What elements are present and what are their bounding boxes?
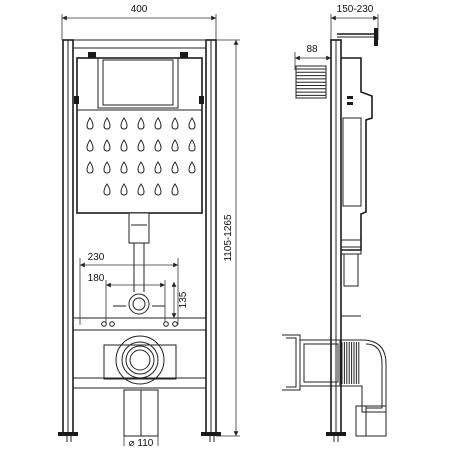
drop-icon <box>86 117 94 130</box>
drop-icon <box>137 117 145 130</box>
bolt-spacing-dimensions: 230 180 135 <box>79 252 189 327</box>
drop-icon <box>103 139 111 152</box>
drop-icon <box>171 183 179 196</box>
height-dimension: 1105-1265 <box>216 39 240 437</box>
drop-icon <box>137 183 145 196</box>
drop-icon <box>86 139 94 152</box>
drop-icon <box>120 183 128 196</box>
drop-icon <box>120 117 128 130</box>
bolt-outer-label: 230 <box>88 252 105 263</box>
drop-icon <box>137 139 145 152</box>
width-dimension: 400 <box>61 4 217 40</box>
plate-ribs <box>296 68 326 96</box>
outlet-side <box>282 334 387 437</box>
outlet-height-label: 135 <box>178 291 189 308</box>
front-view: 400 <box>58 4 240 449</box>
drop-icon <box>103 183 111 196</box>
drop-icon <box>171 139 179 152</box>
drop-icon <box>103 117 111 130</box>
drop-icon <box>171 161 179 174</box>
cistern-side <box>340 57 373 317</box>
plate-depth-dimension: 88 <box>294 44 331 70</box>
outlet-ribs <box>341 342 360 384</box>
drop-icon <box>154 161 162 174</box>
height-label: 1105-1265 <box>223 214 234 262</box>
drop-icon <box>120 161 128 174</box>
outlet-elbow <box>103 335 177 437</box>
drop-icon <box>171 117 179 130</box>
side-view: 150-230 88 <box>282 4 387 442</box>
cistern <box>74 52 204 315</box>
width-label: 400 <box>131 4 148 15</box>
side-frame <box>326 39 346 442</box>
bolt-inner-label: 180 <box>88 273 105 284</box>
outlet-pipe-dimension: ⌀ 110 <box>123 436 159 449</box>
drop-icon <box>188 161 196 174</box>
drop-icon <box>154 183 162 196</box>
drop-pattern <box>86 117 196 196</box>
drop-icon <box>86 161 94 174</box>
drop-icon <box>137 161 145 174</box>
depth-label: 150-230 <box>337 4 374 15</box>
drop-icon <box>154 117 162 130</box>
outlet-pipe-label: ⌀ 110 <box>129 438 154 449</box>
drop-icon <box>120 139 128 152</box>
flush-plate-side <box>295 65 327 99</box>
drop-icon <box>188 117 196 130</box>
plate-depth-label: 88 <box>306 44 318 55</box>
drop-icon <box>188 139 196 152</box>
drop-icon <box>103 161 111 174</box>
drop-icon <box>154 139 162 152</box>
